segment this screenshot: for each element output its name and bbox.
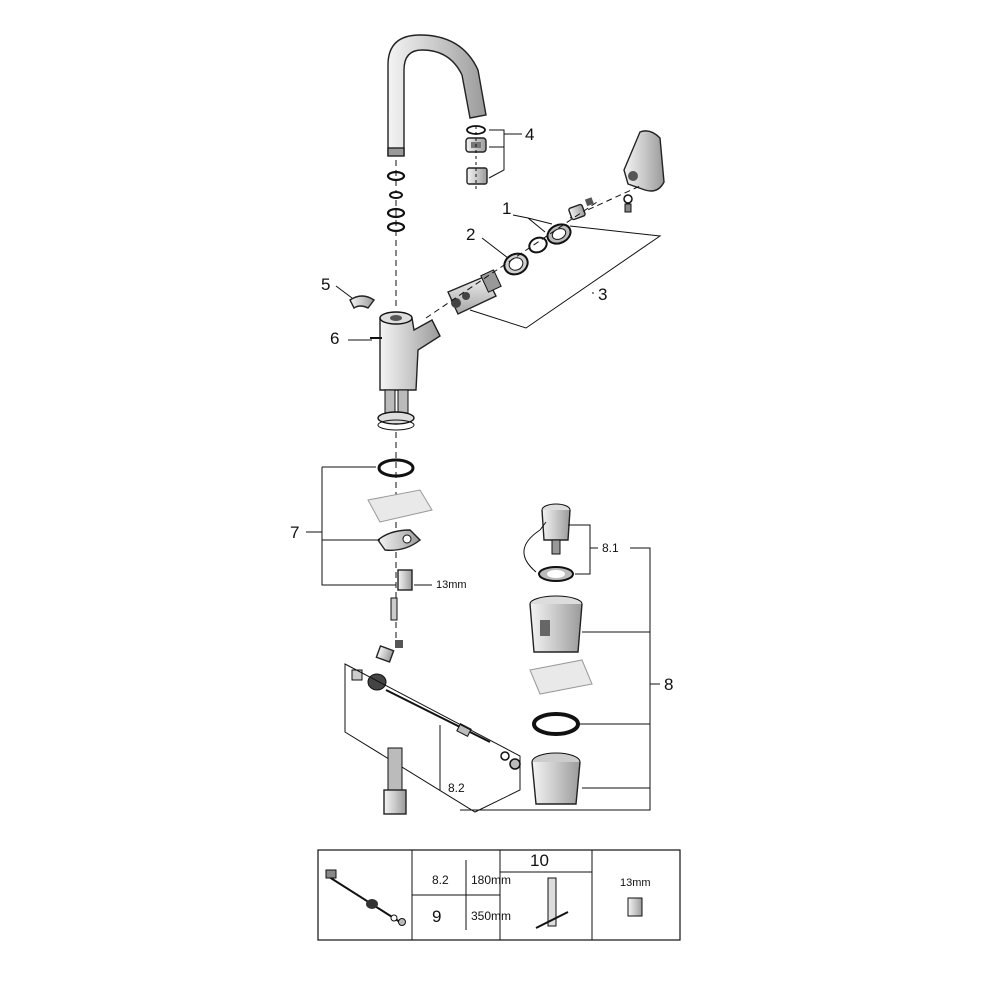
table-r1-length: 180mm [471, 873, 511, 887]
callout-8: 8 [664, 675, 673, 694]
spout-seals [386, 170, 406, 233]
popup-linkage [351, 640, 521, 770]
table-r1-code: 8.2 [432, 873, 449, 887]
wrench-size-label: 13mm [436, 579, 467, 591]
callout-8-1: 8.1 [602, 541, 619, 555]
spare-parts-table: 8.2 180mm 9 350mm 10 13mm [317, 849, 681, 941]
rod-thumbnail [325, 869, 406, 926]
spout [387, 34, 487, 157]
faucet-body [370, 311, 441, 391]
callout-7: 7 [290, 523, 299, 542]
tool-thumbnail [535, 877, 569, 929]
callout-5: 5 [321, 275, 330, 294]
supply-hose-bottom [383, 747, 407, 815]
callout-6: 6 [330, 329, 339, 348]
cartridge-parts [447, 197, 594, 315]
clip-5 [349, 295, 376, 310]
mounting-set [367, 458, 433, 621]
callout-2: 2 [466, 225, 475, 244]
callout-3: 3 [598, 285, 607, 304]
nut-thumbnail [627, 897, 643, 917]
table-wrench-size: 13mm [620, 877, 651, 889]
drain-plug [523, 503, 574, 582]
table-tool-code: 10 [530, 851, 549, 870]
lever-handle [623, 130, 665, 213]
callout-8-2: 8.2 [448, 781, 465, 795]
table-r2-length: 350mm [471, 909, 511, 923]
supply-hoses-top [377, 389, 415, 431]
drain-body [529, 595, 593, 805]
table-r2-code: 9 [432, 907, 441, 926]
callout-4: 4 [525, 125, 534, 144]
callout-1: 1 [502, 199, 511, 218]
